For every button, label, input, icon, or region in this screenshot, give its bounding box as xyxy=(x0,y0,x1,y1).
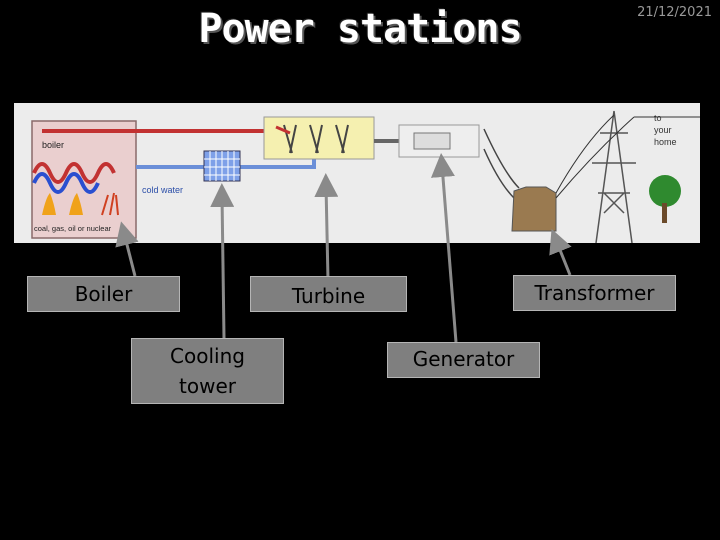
svg-text:home: home xyxy=(654,137,677,147)
label-transformer: Transformer xyxy=(513,275,676,311)
boiler-text: boiler xyxy=(42,140,64,150)
flame-icon xyxy=(69,193,83,215)
label-turbine: Turbine xyxy=(250,276,407,312)
pylon-icon xyxy=(592,110,636,243)
label-boiler: Boiler xyxy=(27,276,180,312)
to-home-text: to xyxy=(654,113,662,123)
transformer-arrow xyxy=(549,228,572,276)
turbine-unit xyxy=(263,116,375,160)
label-cooling-tower: Cooling tower xyxy=(131,338,284,404)
fuel-text: coal, gas, oil or nuclear xyxy=(34,224,112,233)
power-station-diagram: boiler coal, gas, oil or nuclear cold wa… xyxy=(14,103,700,243)
label-generator: Generator xyxy=(387,342,540,378)
svg-text:your: your xyxy=(654,125,672,135)
flame-icon xyxy=(42,193,56,215)
flame-icon xyxy=(101,192,119,216)
boiler-coil xyxy=(32,162,116,184)
cold-water-text: cold water xyxy=(142,185,183,195)
slide-title: Power stations xyxy=(198,6,522,52)
slide-date: 21/12/2021 xyxy=(637,5,712,20)
cable-line xyxy=(483,128,520,199)
steam-arrow-icon xyxy=(275,125,291,135)
tree-icon xyxy=(649,175,681,207)
transformer-unit xyxy=(511,186,557,232)
